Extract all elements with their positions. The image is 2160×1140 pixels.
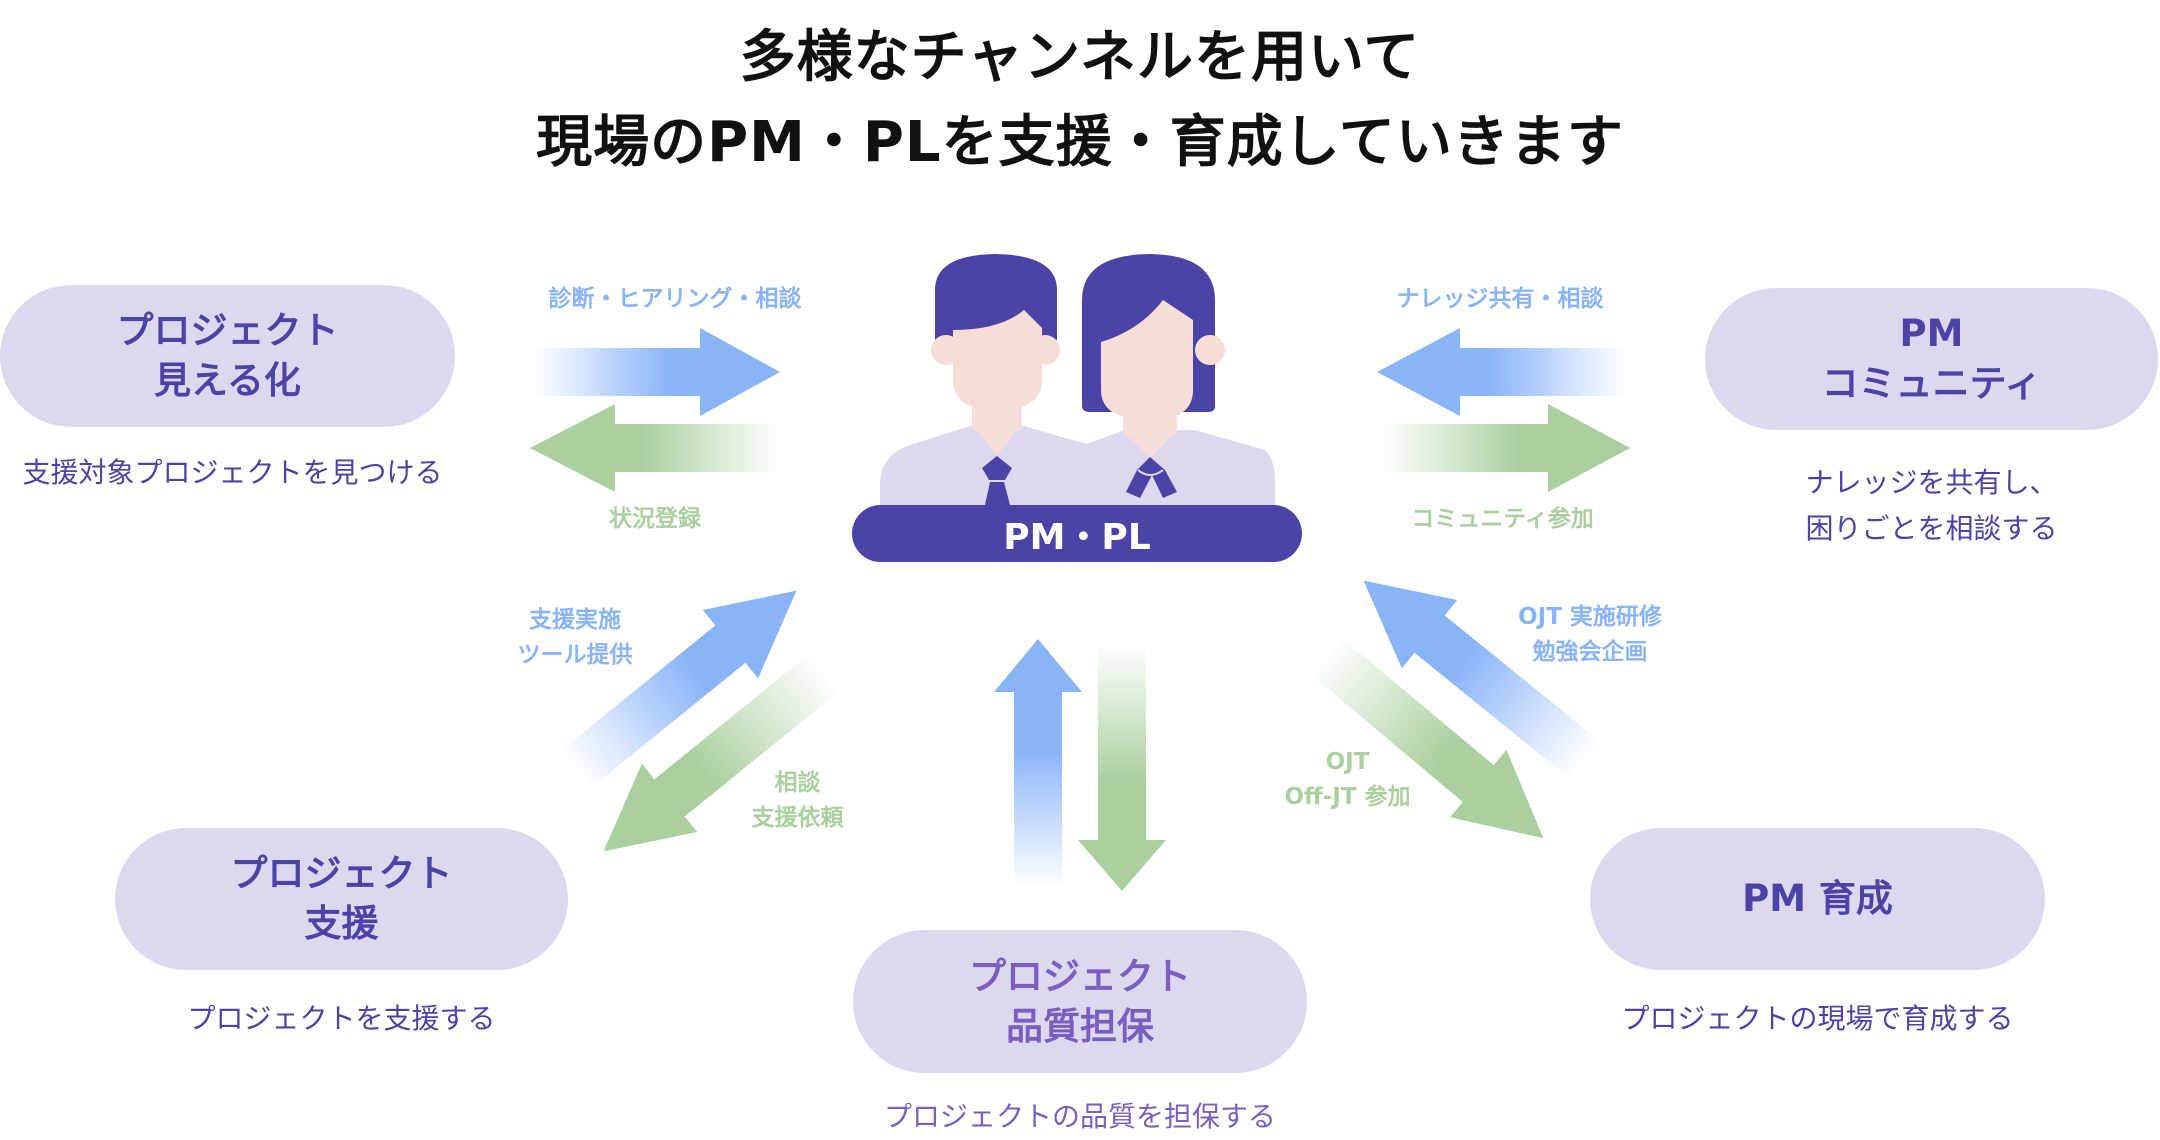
flow-label-community-in: コミュニティ参加 — [1411, 506, 1594, 532]
node-visualize: プロジェクト 見える化 — [0, 285, 455, 427]
flow-label-training-out-1: OJT 実施研修 — [1518, 604, 1662, 630]
node-support: プロジェクト 支援 — [115, 828, 568, 970]
flow-label-support-out-2: ツール提供 — [517, 642, 633, 668]
node-training-desc: プロジェクトの現場で育成する — [1621, 1002, 2014, 1035]
node-training-line1: PM 育成 — [1742, 877, 1893, 920]
female-person-icon — [1070, 254, 1275, 505]
flow-label-support-out-1: 支援実施 — [529, 607, 621, 633]
flow-label-training-out-2: 勉強会企画 — [1532, 639, 1648, 665]
title-line-2: 現場のPM・PLを支援・育成していきます — [536, 110, 1624, 175]
flow-label-training-in-2: Off-JT 参加 — [1284, 784, 1411, 810]
node-community-desc-2: 困りごとを相談する — [1805, 512, 2058, 545]
node-visualize-line2: 見える化 — [154, 359, 301, 402]
node-visualize-desc: 支援対象プロジェクトを見つける — [22, 456, 443, 489]
arrow-center-to-quality — [1078, 645, 1166, 891]
arrow-center-to-community — [1383, 404, 1630, 492]
node-quality: プロジェクト 品質担保 — [853, 930, 1307, 1073]
pm-pl-label-bar: PM・PL — [852, 505, 1302, 562]
flow-label-visualize-out: 診断・ヒアリング・相談 — [548, 286, 802, 312]
node-visualize-line1: プロジェクト — [116, 309, 339, 352]
node-community-desc-1: ナレッジを共有し、 — [1805, 466, 2058, 499]
arrow-training-to-center — [1363, 580, 1601, 779]
node-support-line2: 支援 — [304, 902, 379, 945]
arrow-quality-to-center — [994, 639, 1082, 887]
arrow-center-to-support — [603, 653, 841, 852]
node-quality-line2: 品質担保 — [1006, 1004, 1154, 1048]
node-community: PM コミュニティ — [1705, 288, 2158, 430]
node-training: PM 育成 — [1590, 828, 2045, 970]
arrow-center-to-visualize — [530, 404, 780, 492]
node-support-line1: プロジェクト — [230, 852, 453, 895]
arrow-visualize-to-center — [535, 328, 780, 416]
arrow-support-to-center — [559, 590, 797, 789]
male-person-icon — [880, 254, 1120, 505]
node-community-line2: コミュニティ — [1821, 362, 2042, 405]
flow-label-support-in-1: 相談 — [774, 770, 821, 796]
node-support-desc: プロジェクトを支援する — [187, 1002, 496, 1035]
flow-label-visualize-in: 状況登録 — [609, 506, 701, 532]
node-quality-line1: プロジェクト — [969, 954, 1191, 998]
arrow-community-to-center — [1377, 328, 1625, 416]
node-community-line1: PM — [1899, 312, 1964, 355]
node-quality-desc: プロジェクトの品質を担保する — [883, 1100, 1276, 1133]
flow-label-training-in-1: OJT — [1325, 749, 1370, 775]
arrow-center-to-training — [1309, 636, 1544, 839]
flow-label-community-out: ナレッジ共有・相談 — [1396, 286, 1604, 312]
title-line-1: 多様なチャンネルを用いて — [739, 25, 1421, 90]
flow-label-support-in-2: 支援依頼 — [751, 805, 844, 831]
